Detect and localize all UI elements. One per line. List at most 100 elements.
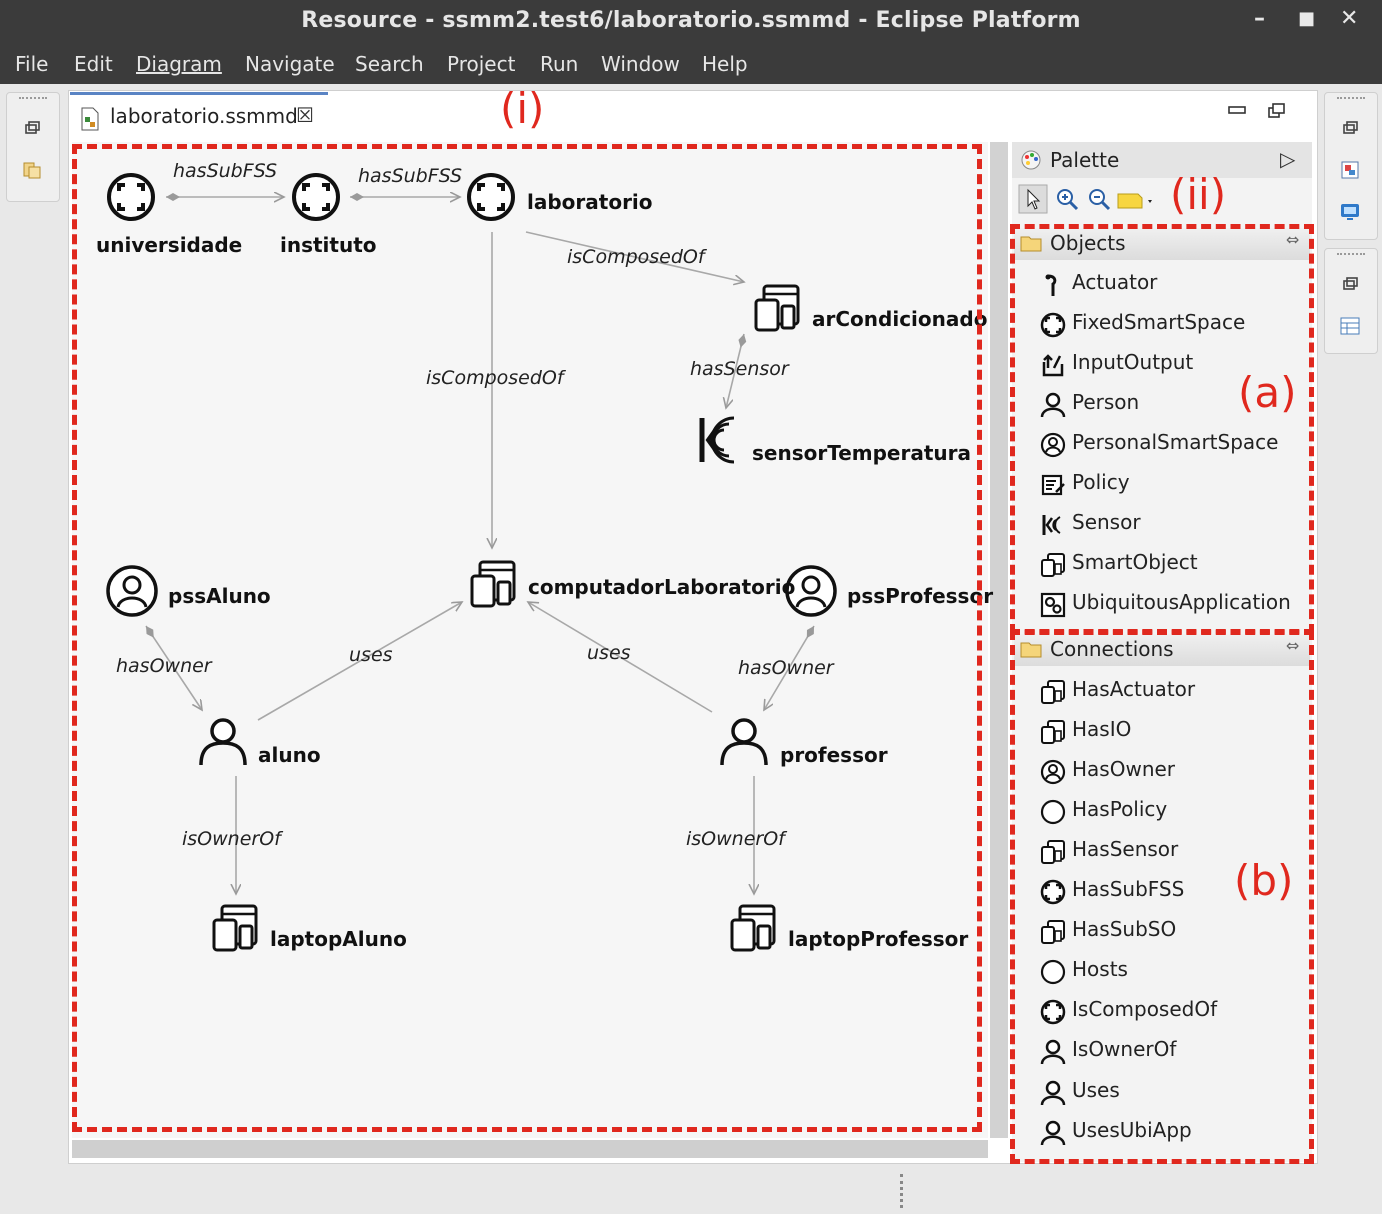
menu-bar: File Edit Diagram Navigate Search Projec… <box>0 46 1382 84</box>
palette-entry-label: HasSubSO <box>1072 917 1177 941</box>
restore-icon[interactable] <box>1339 273 1361 295</box>
circle-icon <box>1040 959 1066 985</box>
edge-label-uses-2[interactable]: uses <box>587 642 631 664</box>
palette-entry-label: UbiquitousApplication <box>1072 590 1291 614</box>
palette-entry-label: HasActuator <box>1072 677 1196 701</box>
edge-label-isOwnerOf-2[interactable]: isOwnerOf <box>686 828 785 850</box>
palette-entry-label: IsOwnerOf <box>1072 1037 1177 1061</box>
edge-label-hasOwner-1[interactable]: hasOwner <box>116 655 212 677</box>
menu-run[interactable]: Run <box>540 52 579 76</box>
select-tool-icon[interactable] <box>1018 184 1048 214</box>
edge-label-hasOwner-2[interactable]: hasOwner <box>738 657 834 679</box>
menu-file[interactable]: File <box>15 52 49 76</box>
editor-tab[interactable]: laboratorio.ssmmd ☒ <box>70 92 328 143</box>
palette-entry-label: SmartObject <box>1072 550 1198 574</box>
menu-window[interactable]: Window <box>601 52 680 76</box>
smart-object-icon <box>1041 553 1065 577</box>
edge-label-isComposedOf-2[interactable]: isComposedOf <box>426 367 564 389</box>
bottom-drag-handle[interactable] <box>900 1174 907 1208</box>
connections-drawer-header[interactable]: Connections ⇔ <box>1014 634 1310 666</box>
edge-label-isOwnerOf-1[interactable]: isOwnerOf <box>182 828 281 850</box>
node-laboratorio[interactable]: laboratorio <box>527 190 653 214</box>
vertical-scrollbar[interactable] <box>990 142 1008 1138</box>
smart-object-icon <box>1041 720 1065 744</box>
minimize-icon[interactable]: – <box>1254 6 1265 31</box>
palette-collapse-icon[interactable]: ▷ <box>1280 147 1296 171</box>
palette-entry-label: HasOwner <box>1072 757 1176 781</box>
note-tool-icon[interactable] <box>1116 188 1156 212</box>
palette-entry-label: InputOutput <box>1072 350 1194 374</box>
palette-header[interactable]: Palette ▷ <box>1012 142 1312 178</box>
sensor-icon <box>1042 515 1061 535</box>
palette-entry-label: PersonalSmartSpace <box>1072 430 1279 454</box>
menu-edit[interactable]: Edit <box>74 52 113 76</box>
menu-project[interactable]: Project <box>447 52 516 76</box>
person-icon <box>1040 1080 1066 1106</box>
connections-drawer-label: Connections <box>1050 637 1174 661</box>
drag-handle[interactable] <box>1337 97 1365 101</box>
palette-entry-label: Uses <box>1072 1078 1120 1102</box>
restore-icon[interactable] <box>1339 117 1361 139</box>
right-trim-bar-top <box>1324 92 1378 240</box>
node-instituto[interactable]: instituto <box>280 233 377 257</box>
node-aluno[interactable]: aluno <box>258 743 321 767</box>
node-professor[interactable]: professor <box>780 743 888 767</box>
maximize-view-icon[interactable] <box>1266 100 1288 122</box>
person-icon <box>1040 1120 1066 1146</box>
restore-icon[interactable] <box>21 117 43 139</box>
drag-handle[interactable] <box>19 97 47 101</box>
palette-entry-label: IsComposedOf <box>1072 997 1218 1021</box>
node-laptopProfessor[interactable]: laptopProfessor <box>788 927 969 951</box>
smart-object-icon <box>1041 680 1065 704</box>
palette-entry-label: HasSensor <box>1072 837 1179 861</box>
edge-label-isComposedOf-1[interactable]: isComposedOf <box>567 246 705 268</box>
annotation-label-i: (i) <box>500 84 545 133</box>
palette-entry-label: Policy <box>1072 470 1130 494</box>
fixed-smart-space-icon <box>1040 879 1066 905</box>
actuator-icon <box>1045 274 1057 296</box>
node-pssProfessor[interactable]: pssProfessor <box>847 584 994 608</box>
node-computadorLaboratorio[interactable]: computadorLaboratorio <box>528 575 796 599</box>
node-sensorTemperatura[interactable]: sensorTemperatura <box>752 441 972 465</box>
drag-handle[interactable] <box>1337 253 1365 257</box>
edge-label-hasSubFSS-1[interactable]: hasSubFSS <box>173 160 278 182</box>
table-view-icon[interactable] <box>1339 315 1361 337</box>
annotation-box-objects <box>1010 224 1314 634</box>
menu-navigate[interactable]: Navigate <box>245 52 335 76</box>
node-laptopAluno[interactable]: laptopAluno <box>270 927 407 951</box>
palette-entry-label: Actuator <box>1072 270 1158 294</box>
palette-entry-label: Person <box>1072 390 1140 414</box>
objects-drawer-header[interactable]: Objects ⇔ <box>1014 228 1310 260</box>
zoom-in-icon[interactable] <box>1054 186 1080 212</box>
menu-diagram[interactable]: Diagram <box>136 52 222 76</box>
edge-label-hasSensor[interactable]: hasSensor <box>690 358 789 380</box>
properties-icon[interactable] <box>1339 201 1361 223</box>
palette-entry-label: HasPolicy <box>1072 797 1168 821</box>
close-icon[interactable]: ✕ <box>1340 6 1359 31</box>
input-output-icon <box>1042 354 1064 377</box>
outline-icon[interactable] <box>1339 159 1361 181</box>
palette-entry-label: FixedSmartSpace <box>1072 310 1246 334</box>
pin-icon[interactable]: ⇔ <box>1286 636 1300 655</box>
pin-icon[interactable]: ⇔ <box>1286 230 1300 249</box>
node-universidade[interactable]: universidade <box>96 233 243 257</box>
horizontal-scrollbar[interactable] <box>72 1140 988 1158</box>
minimize-view-icon[interactable] <box>1226 102 1248 120</box>
palette-entry-label: HasIO <box>1072 717 1132 741</box>
tab-close-icon[interactable]: ☒ <box>296 103 314 127</box>
zoom-out-icon[interactable] <box>1086 186 1112 212</box>
personal-smart-space-icon <box>1040 759 1066 785</box>
folder-icon <box>1020 642 1042 658</box>
edge-label-uses-1[interactable]: uses <box>349 644 393 666</box>
menu-search[interactable]: Search <box>355 52 424 76</box>
project-explorer-icon[interactable] <box>21 159 43 181</box>
node-pssAluno[interactable]: pssAluno <box>168 584 271 608</box>
node-arCondicionado[interactable]: arCondicionado <box>812 307 988 331</box>
annotation-box-connections <box>1010 630 1314 1164</box>
fixed-smart-space-icon <box>1040 312 1066 338</box>
maximize-icon[interactable]: ■ <box>1298 8 1316 29</box>
menu-help[interactable]: Help <box>702 52 748 76</box>
edge-label-hasSubFSS-2[interactable]: hasSubFSS <box>358 165 463 187</box>
policy-icon <box>1041 474 1065 496</box>
palette-toolbar <box>1012 182 1312 216</box>
